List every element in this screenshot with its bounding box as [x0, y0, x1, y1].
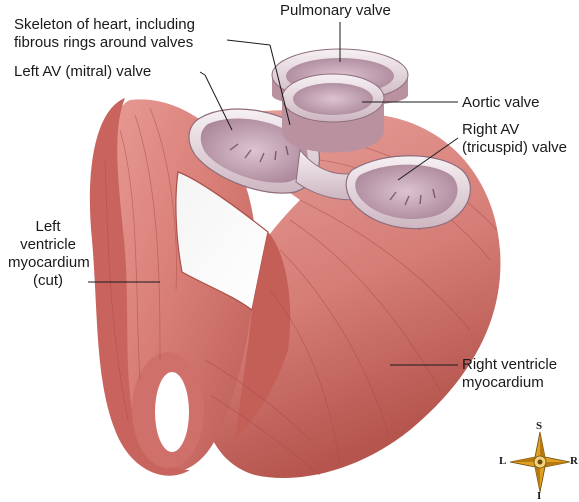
compass-rose [509, 431, 571, 493]
tricuspid-valve-label: Right AV (tricuspid) valve [462, 121, 568, 156]
skeleton-label: Skeleton of heart, including fibrous rin… [14, 16, 195, 51]
compass-left: L [499, 455, 507, 467]
aortic-valve [281, 73, 385, 153]
pulmonary-valve-label: Pulmonary valve [280, 2, 391, 19]
compass-superior: S [536, 420, 543, 432]
mitral-valve-label: Left AV (mitral) valve [14, 63, 152, 80]
left-ventricle-outer-band [89, 98, 190, 476]
left-ventricle-label: Left ventricle myocardium (cut) [8, 218, 90, 289]
muscle-fibers [104, 107, 498, 476]
leader-lines [88, 22, 459, 366]
tricuspid-valve [345, 155, 471, 230]
aortic-valve-label: Aortic valve [462, 94, 540, 111]
compass-right: R [570, 455, 578, 467]
right-ventricle-label: Right ventricle myocardium [462, 356, 558, 391]
lower-loop-hole [155, 372, 189, 452]
compass-inferior: I [537, 490, 542, 502]
